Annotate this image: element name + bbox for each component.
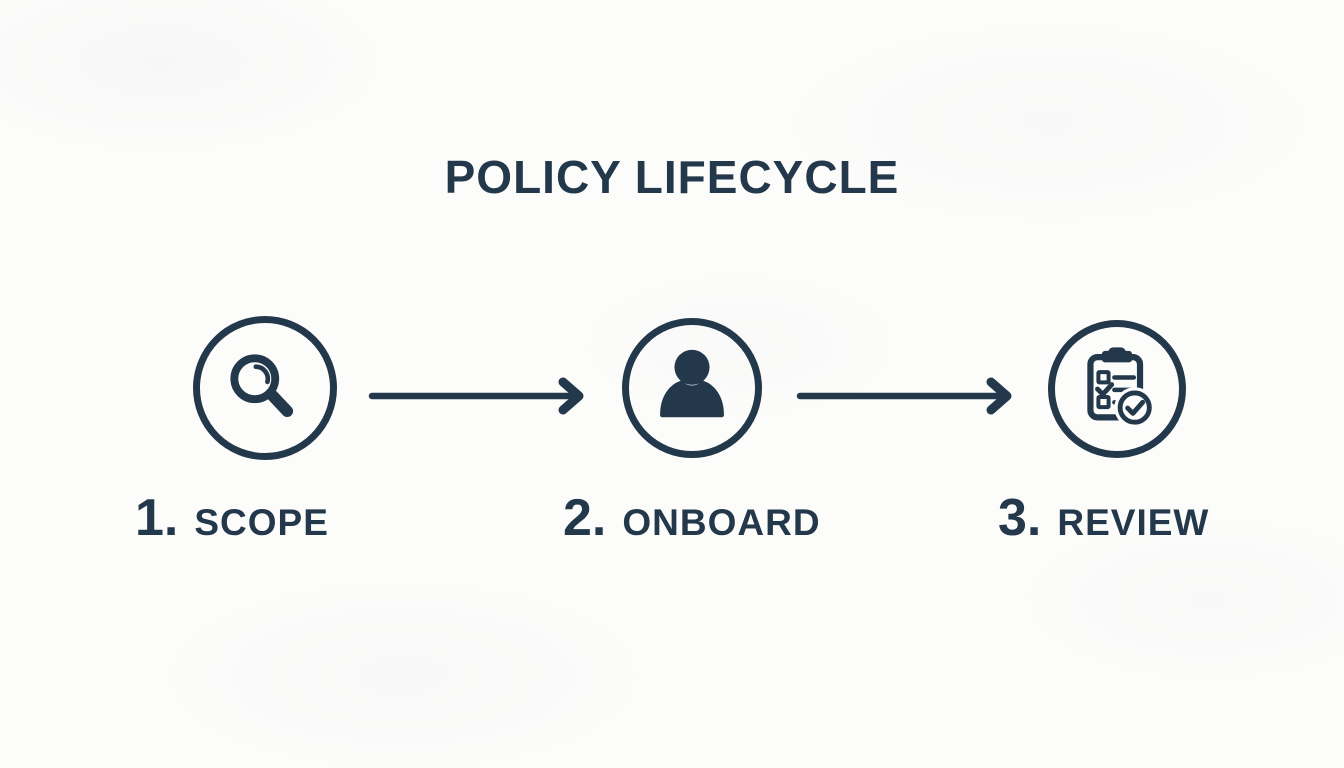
step-1-number: 1. bbox=[135, 489, 179, 547]
arrow-right-icon bbox=[796, 377, 1012, 415]
step-3-name: REVIEW bbox=[1057, 502, 1210, 543]
step-3-label: 3. REVIEW bbox=[998, 492, 1209, 544]
magnifying-glass-icon bbox=[230, 354, 294, 418]
diagram-title: POLICY LIFECYCLE bbox=[444, 151, 900, 203]
step-2-circle bbox=[622, 318, 762, 458]
step-1-label: 1. SCOPE bbox=[135, 492, 329, 544]
arrow-right-icon bbox=[368, 377, 584, 415]
step-2-name: ONBOARD bbox=[622, 502, 821, 543]
step-2-number: 2. bbox=[563, 489, 607, 547]
step-1-circle bbox=[193, 316, 337, 460]
step-2-label: 2. ONBOARD bbox=[563, 492, 821, 544]
step-3-circle bbox=[1048, 320, 1186, 458]
step-1-name: SCOPE bbox=[194, 502, 329, 543]
person-icon bbox=[660, 349, 724, 418]
clipboard-checklist-icon bbox=[1087, 347, 1156, 428]
step-3-number: 3. bbox=[998, 489, 1042, 547]
